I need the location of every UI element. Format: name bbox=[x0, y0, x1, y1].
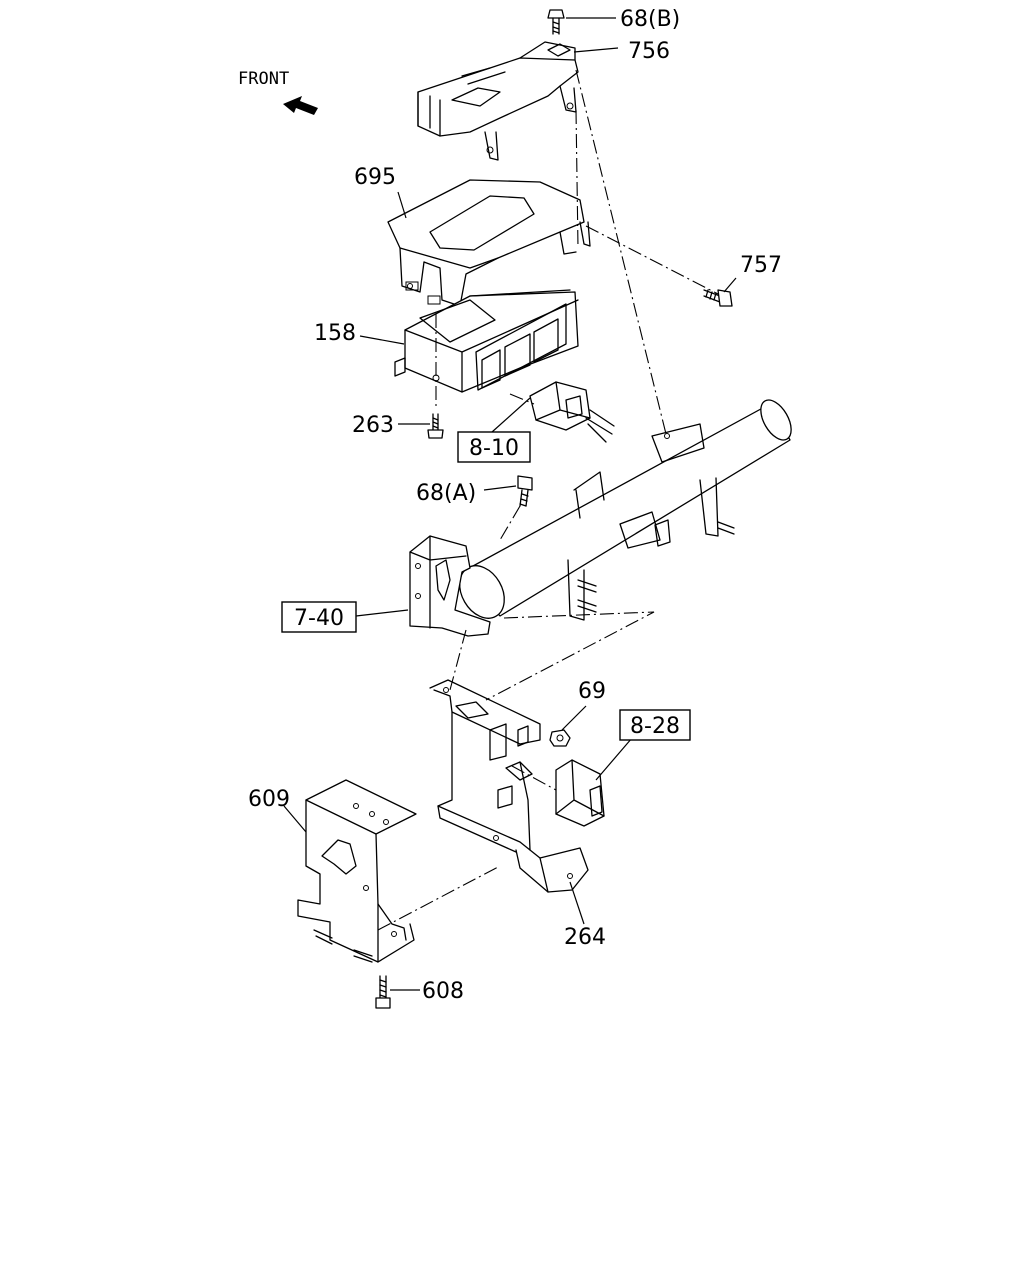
reference-8-10-label: 8-10 bbox=[469, 436, 519, 461]
bracket-695 bbox=[387, 179, 591, 307]
bracket-609 bbox=[297, 779, 417, 963]
callout-756: 756 bbox=[628, 39, 670, 64]
assembly-lines bbox=[377, 69, 719, 931]
screw-608 bbox=[375, 975, 391, 1009]
leader-lines bbox=[283, 17, 737, 991]
callout-757: 757 bbox=[740, 253, 782, 278]
bracket-609-studs bbox=[313, 929, 373, 963]
reference-7-40-label: 7-40 bbox=[294, 606, 344, 631]
left-support-7-40 bbox=[409, 535, 491, 637]
callout-69: 69 bbox=[578, 679, 606, 704]
callout-263: 263 bbox=[352, 413, 394, 438]
reference-8-28-label: 8-28 bbox=[630, 714, 680, 739]
bolt-68b bbox=[547, 9, 565, 35]
lower-bracket bbox=[429, 679, 589, 893]
callout-608: 608 bbox=[422, 979, 464, 1004]
reference-7-40[interactable]: 7-40 bbox=[281, 601, 357, 633]
front-arrow-icon bbox=[283, 96, 318, 115]
screw-263 bbox=[427, 413, 444, 439]
callout-68a: 68(A) bbox=[416, 481, 476, 506]
ecu-module-158 bbox=[394, 289, 579, 393]
bolt-68a bbox=[517, 475, 533, 507]
callout-609: 609 bbox=[248, 787, 290, 812]
front-label: FRONT bbox=[238, 69, 289, 89]
callouts: 68(B) 756 695 757 158 263 68(A) 69 609 2… bbox=[248, 7, 782, 1004]
bolt-757 bbox=[703, 289, 733, 307]
relay-module bbox=[555, 759, 605, 827]
connector bbox=[509, 381, 615, 443]
beam-studs bbox=[577, 521, 735, 613]
callout-68b: 68(B) bbox=[620, 7, 680, 32]
reference-8-10[interactable]: 8-10 bbox=[457, 431, 531, 463]
callout-264: 264 bbox=[564, 925, 606, 950]
nut-69 bbox=[549, 729, 571, 747]
callout-158: 158 bbox=[314, 321, 356, 346]
upper-bracket-756 bbox=[417, 41, 579, 161]
callout-695: 695 bbox=[354, 165, 396, 190]
reference-8-28[interactable]: 8-28 bbox=[619, 709, 691, 741]
front-indicator: FRONT bbox=[238, 69, 318, 115]
cross-car-beam bbox=[459, 399, 792, 621]
